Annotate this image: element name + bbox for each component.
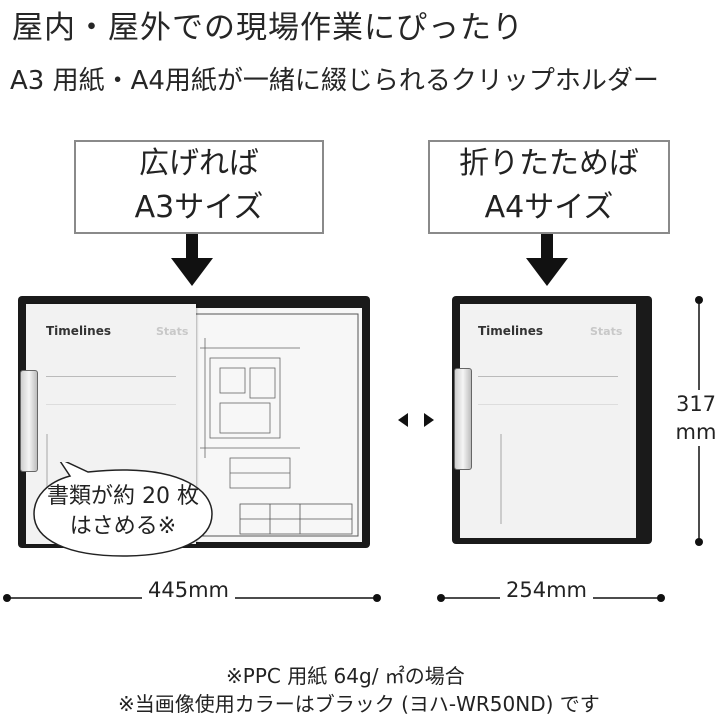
a3-width-label: 445mm (142, 578, 235, 602)
timeline-list (46, 434, 48, 534)
a4-clipboard-board: Timelines Stats (452, 296, 652, 544)
footnote-paper: ※PPC 用紙 64g/ ㎡の場合 (226, 664, 465, 688)
speech-bubble-icon (33, 462, 213, 557)
timeline-bar (46, 404, 176, 405)
a4-label-line1: 折りたためば (459, 146, 639, 181)
a3-label-line2: A3サイズ (134, 190, 264, 225)
doc-title: Timelines (478, 324, 543, 338)
fold-arrows-icon (398, 412, 434, 432)
blueprint-sheet (190, 308, 362, 542)
clip[interactable] (20, 370, 38, 472)
height-label: 317 mm (668, 390, 720, 446)
callout-line2: はさめる※ (69, 514, 177, 539)
callout-line1: 書類が約 20 枚 (47, 484, 199, 509)
a3-label-box: 広げれば A3サイズ (74, 140, 324, 234)
arrow-down-icon (171, 234, 213, 286)
page-subtitle: A3 用紙・A4用紙が一緒に綴じられるクリップホルダー (10, 66, 659, 96)
height-unit: mm (675, 420, 717, 444)
timeline-bar (478, 404, 618, 405)
clip[interactable] (454, 368, 472, 470)
a3-label-line1: 広げれば (139, 146, 259, 181)
footnote-color: ※当画像使用カラーはブラック (ヨハ-WR50ND) です (118, 692, 600, 716)
height-value: 317 (675, 392, 717, 416)
arrow-down-icon (526, 234, 568, 286)
page-title: 屋内・屋外での現場作業にぴったり (12, 10, 524, 46)
doc-stats: Stats (590, 325, 623, 338)
doc-title: Timelines (46, 324, 111, 338)
doc-stats: Stats (156, 325, 189, 338)
a4-label-line2: A4サイズ (484, 190, 614, 225)
timeline-list (500, 434, 502, 524)
timeline-bar (478, 376, 618, 377)
timelines-sheet: Timelines Stats (460, 304, 636, 538)
timeline-bar (46, 376, 176, 377)
a4-width-label: 254mm (500, 578, 593, 602)
a4-label-box: 折りたためば A4サイズ (428, 140, 670, 234)
